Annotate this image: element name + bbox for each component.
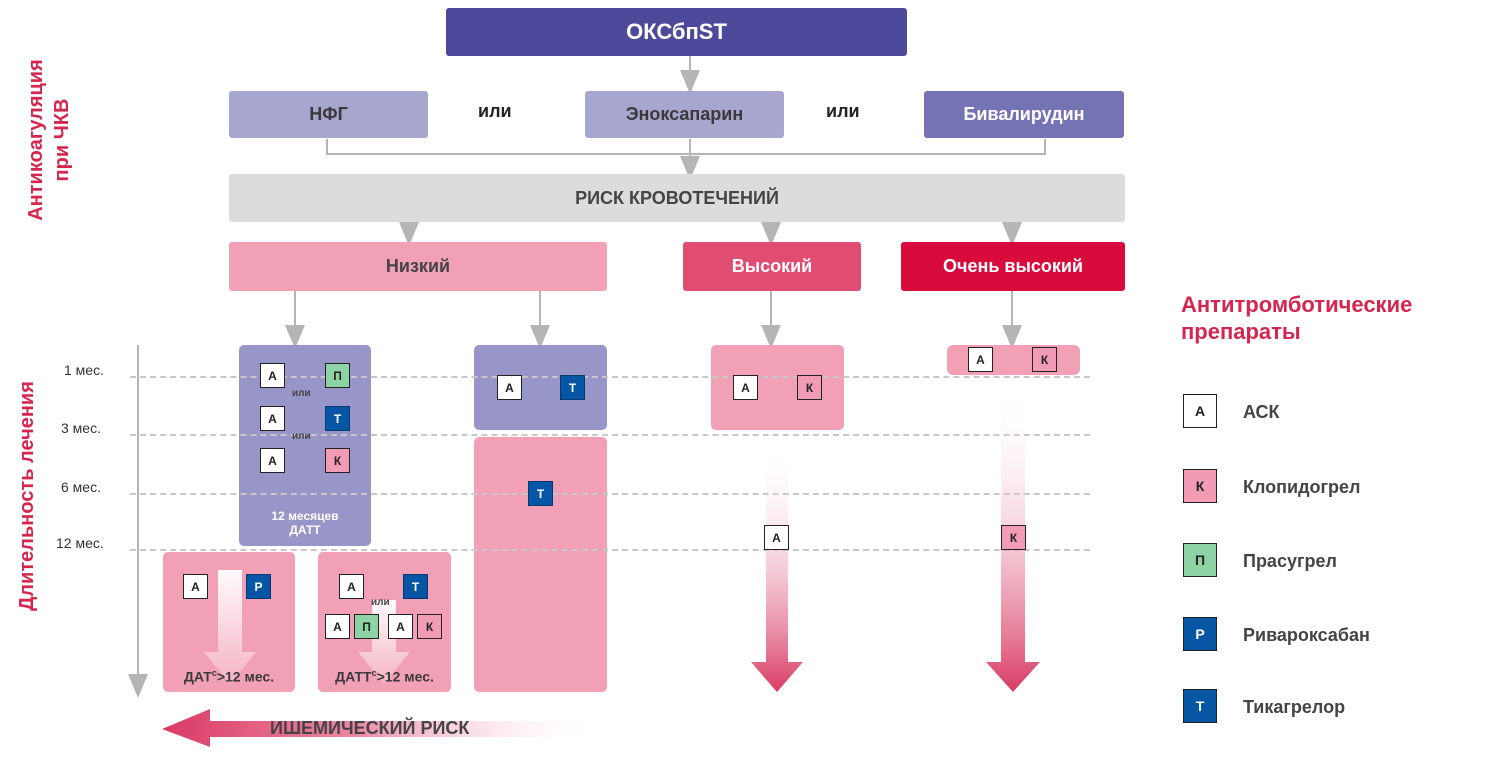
drug-a: А <box>339 574 364 599</box>
dat-caption: ДАТс>12 мес. <box>163 668 295 685</box>
risk-high-box: Высокий <box>683 242 861 291</box>
drug-p: П <box>325 363 350 388</box>
drug-k: К <box>797 375 822 400</box>
timeline-line-3 <box>130 434 1090 436</box>
tick-12-months: 12 мес. <box>56 535 104 551</box>
legend-icon-a: А <box>1183 394 1217 428</box>
tick-1-month: 1 мес. <box>64 362 104 378</box>
low-risk-b-lower-panel <box>474 437 607 692</box>
drug-p: П <box>354 614 379 639</box>
low-risk-a-caption: 12 месяцев ДАТТ <box>239 509 371 537</box>
drug-a: А <box>260 406 285 431</box>
dat-caption-text: ДАТ <box>183 668 212 685</box>
drug-a: А <box>388 614 413 639</box>
drug-a: А <box>260 363 285 388</box>
dat-down-arrow <box>204 570 256 684</box>
legend-label-clopidogrel: Клопидогрел <box>1243 477 1361 497</box>
drug-a: А <box>733 375 758 400</box>
risk-low-box: Низкий <box>229 242 607 291</box>
legend-icon-k: К <box>1183 469 1217 503</box>
drug-k: К <box>325 448 350 473</box>
dat-caption-sup: с <box>211 668 217 678</box>
page-title: ОКСбпST <box>446 8 907 56</box>
timeline-line-12 <box>130 549 1090 551</box>
drug-a: А <box>497 375 522 400</box>
drug-a: А <box>764 525 789 550</box>
legend-title: Антитромботические препараты <box>1181 291 1412 345</box>
drug-t: Т <box>528 481 553 506</box>
or-label-1: или <box>478 101 512 121</box>
enoxaparin-box: Эноксапарин <box>585 91 784 138</box>
tick-3-months: 3 мес. <box>61 420 101 436</box>
legend-icon-r: Р <box>1183 617 1217 651</box>
low-risk-a-caption-line-2: ДАТТ <box>289 523 321 537</box>
or-label-2: или <box>826 101 860 121</box>
bivalirudin-box: Бивалирудин <box>924 91 1124 138</box>
legend-title-line-1: Антитромботические <box>1181 292 1413 317</box>
drug-k: К <box>1032 347 1057 372</box>
datt-down-arrow <box>358 600 410 684</box>
or-small-1: или <box>292 388 311 399</box>
legend-label-ticagrelor: Тикагрелор <box>1243 697 1346 717</box>
drug-t: Т <box>560 375 585 400</box>
legend-icon-t: Т <box>1183 689 1217 723</box>
or-small-3: или <box>371 597 390 608</box>
legend-label-prasugrel: Прасугрел <box>1243 551 1337 571</box>
ischemic-risk-label: ИШЕМИЧЕСКИЙ РИСК <box>270 718 470 738</box>
drug-k: К <box>1001 525 1026 550</box>
datt-caption: ДАТТс>12 мес. <box>318 668 451 685</box>
dat-caption-tail: >12 мес. <box>216 668 275 685</box>
drug-t: Т <box>325 406 350 431</box>
legend-title-line-2: препараты <box>1181 319 1301 344</box>
risk-very-high-box: Очень высокий <box>901 242 1125 291</box>
or-small-2: или <box>292 431 311 442</box>
ischemic-risk-arrow <box>162 709 600 747</box>
datt-caption-tail: >12 мес. <box>376 668 434 685</box>
drug-a: А <box>260 448 285 473</box>
timeline-line-6 <box>130 493 1090 495</box>
legend-label-ask: АСК <box>1243 402 1280 422</box>
drug-r: Р <box>246 574 271 599</box>
high-risk-down-arrow <box>751 440 803 692</box>
bleeding-risk-bar: РИСК КРОВОТЕЧЕНИЙ <box>229 174 1125 222</box>
legend-icon-p: П <box>1183 543 1217 577</box>
drug-a: А <box>325 614 350 639</box>
datt-caption-sup: с <box>371 668 377 678</box>
drug-a: А <box>968 347 993 372</box>
low-risk-a-caption-line-1: 12 месяцев <box>271 509 339 523</box>
timeline-line-1 <box>130 376 1090 378</box>
tick-6-months: 6 мес. <box>61 479 101 495</box>
nfg-box: НФГ <box>229 91 428 138</box>
legend-label-rivaroxaban: Ривароксабан <box>1243 625 1370 645</box>
drug-t: Т <box>403 574 428 599</box>
datt-caption-text: ДАТТ <box>335 668 372 685</box>
drug-a: А <box>183 574 208 599</box>
drug-k: К <box>417 614 442 639</box>
